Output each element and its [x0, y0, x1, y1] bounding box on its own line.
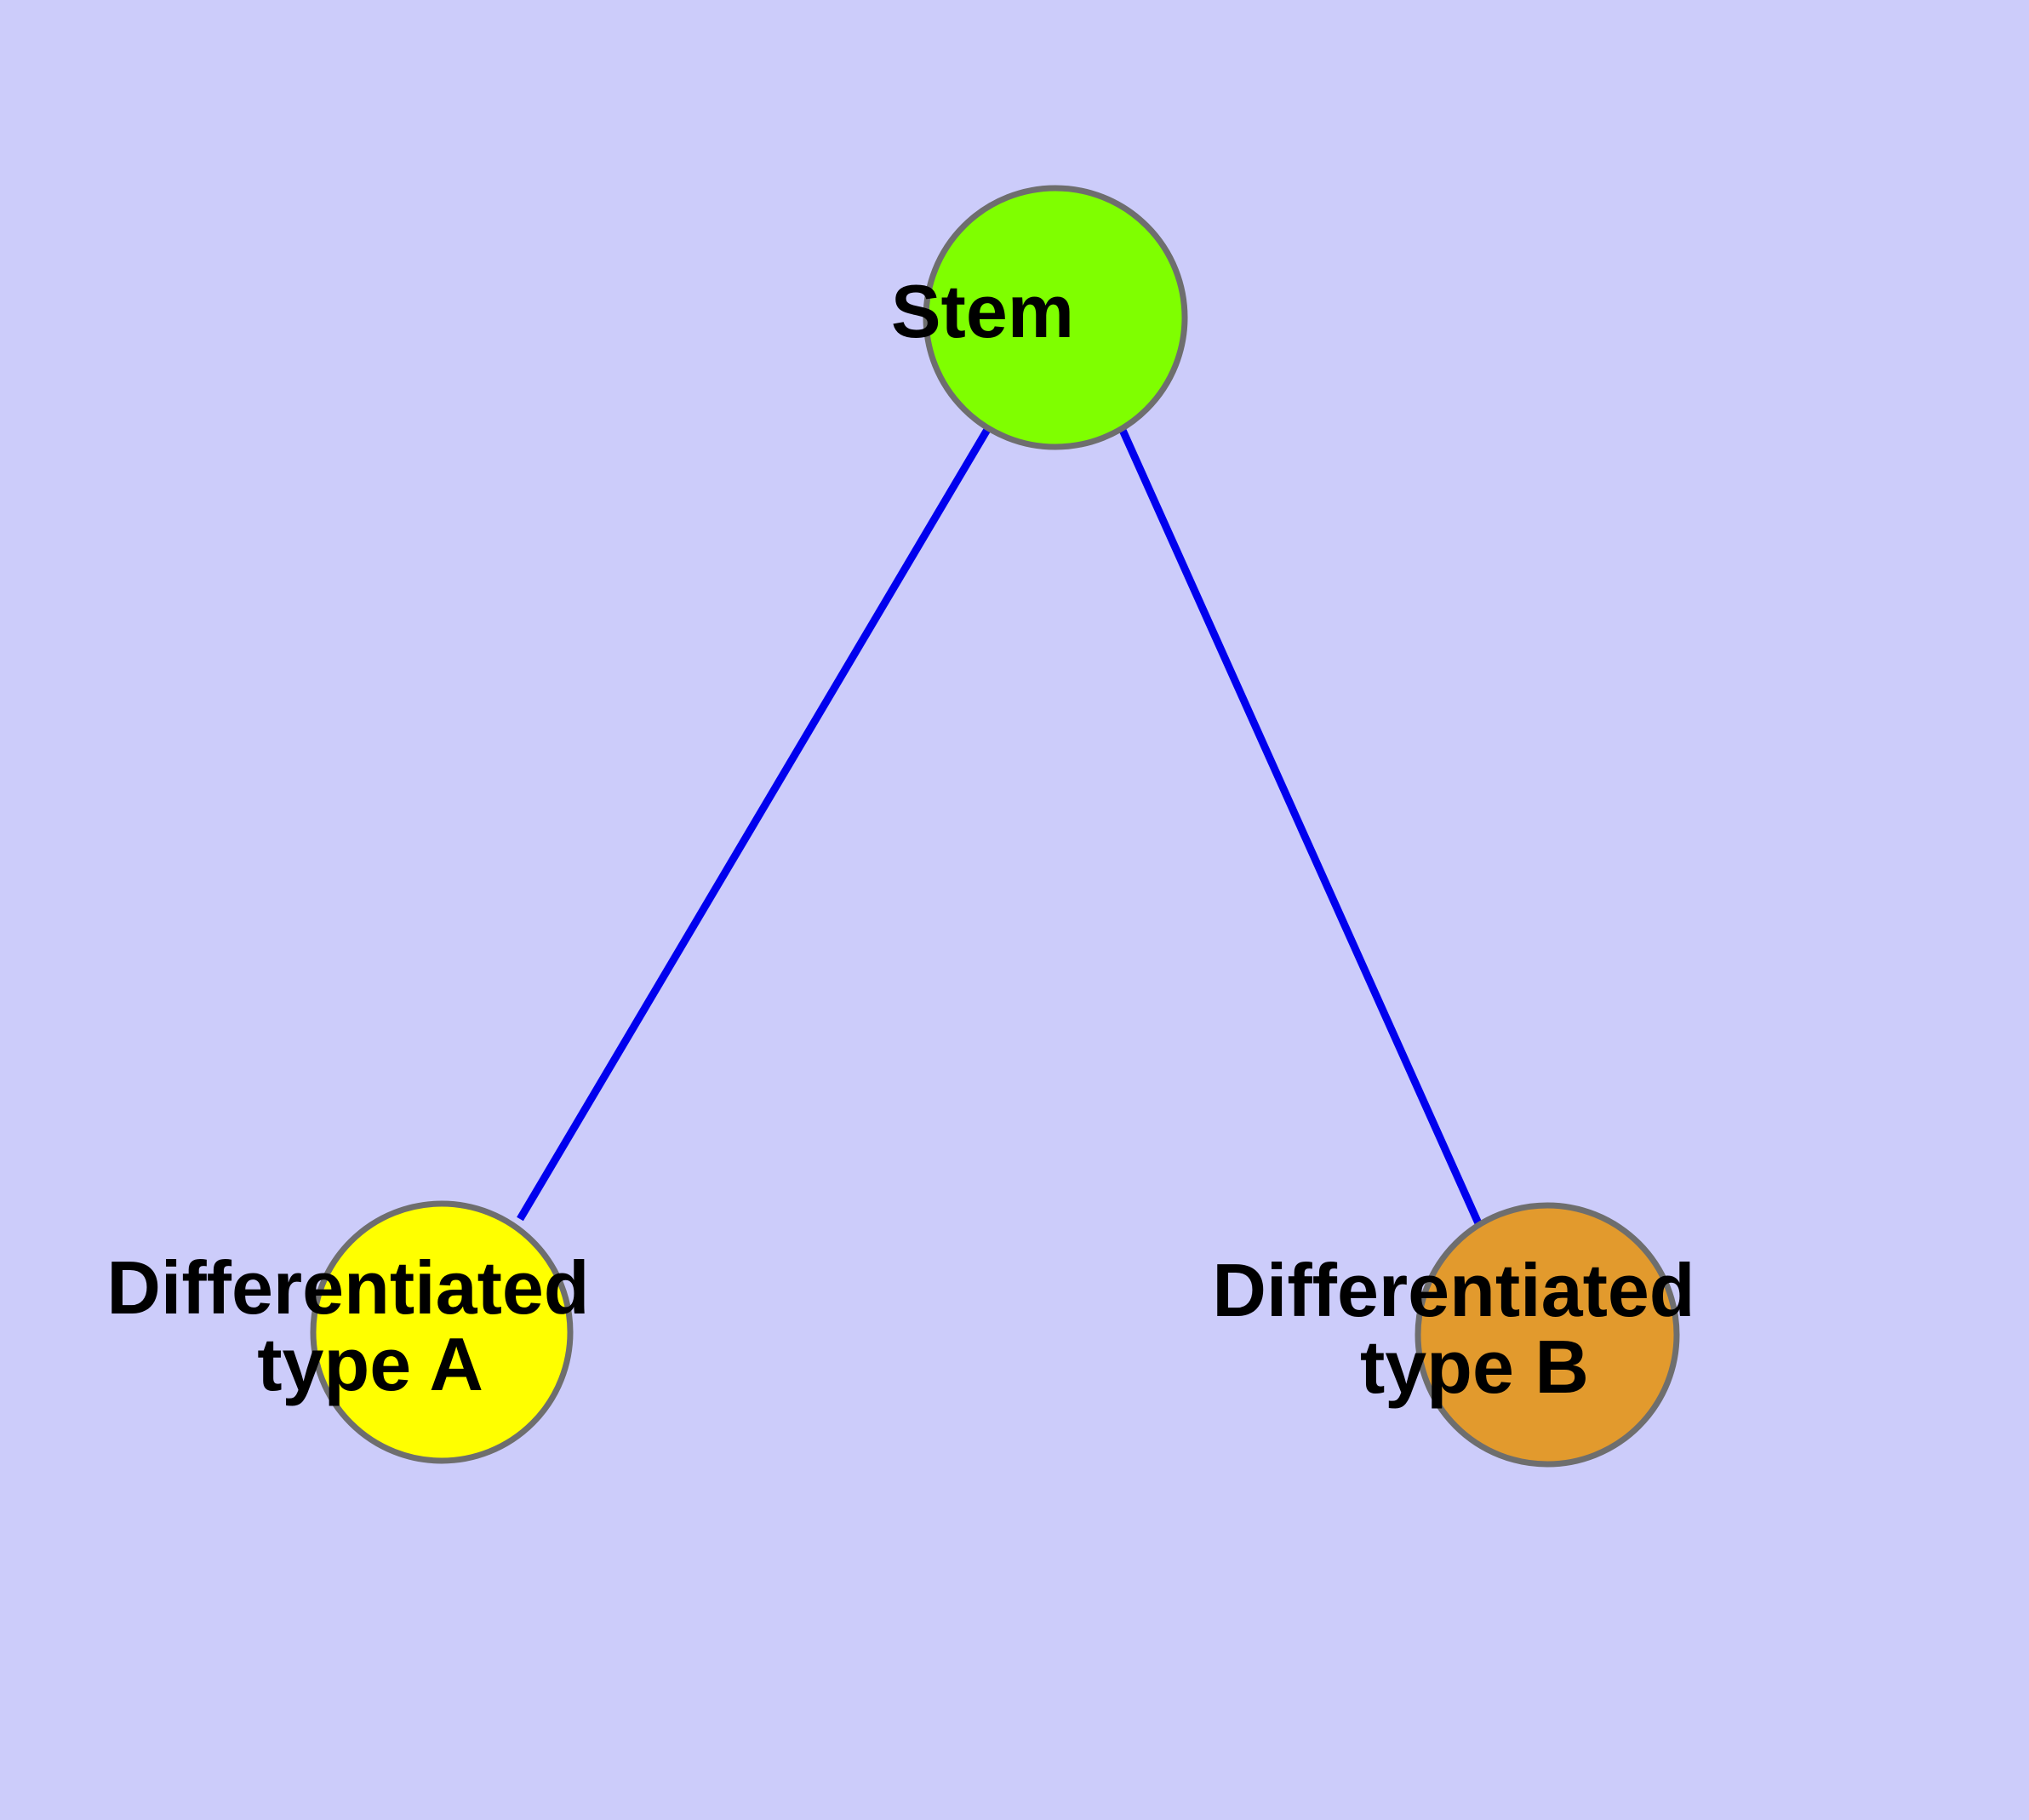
node-labels-group: Stem Differentiated type A Differentiate… — [106, 269, 1882, 1409]
node-differentiated-type-a-circle[interactable] — [310, 1200, 574, 1464]
node-differentiated-type-a-label-line-1: Differentiated — [106, 1245, 589, 1330]
node-stem-label: Stem — [891, 269, 1220, 353]
edge-stem-to-differentiated-type-b[interactable] — [1117, 426, 1483, 1225]
node-differentiated-type-b-label: Differentiated type B — [1212, 1248, 1882, 1409]
node-stem-label-line-1: Stem — [891, 269, 1074, 353]
edge-stem-to-differentiated-type-a[interactable] — [517, 426, 992, 1222]
node-differentiated-type-b-label-line-2: type B — [1360, 1325, 1589, 1409]
node-differentiated-type-b-circle[interactable] — [1415, 1202, 1680, 1468]
node-differentiated-type-a-label-line-2: type A — [257, 1322, 482, 1406]
nodes-group — [310, 185, 1680, 1468]
node-differentiated-type-b-label-line-1: Differentiated — [1212, 1248, 1695, 1332]
edges-group — [517, 426, 1483, 1225]
node-differentiated-type-a-label: Differentiated type A — [106, 1245, 776, 1406]
node-stem-circle[interactable] — [923, 185, 1188, 450]
